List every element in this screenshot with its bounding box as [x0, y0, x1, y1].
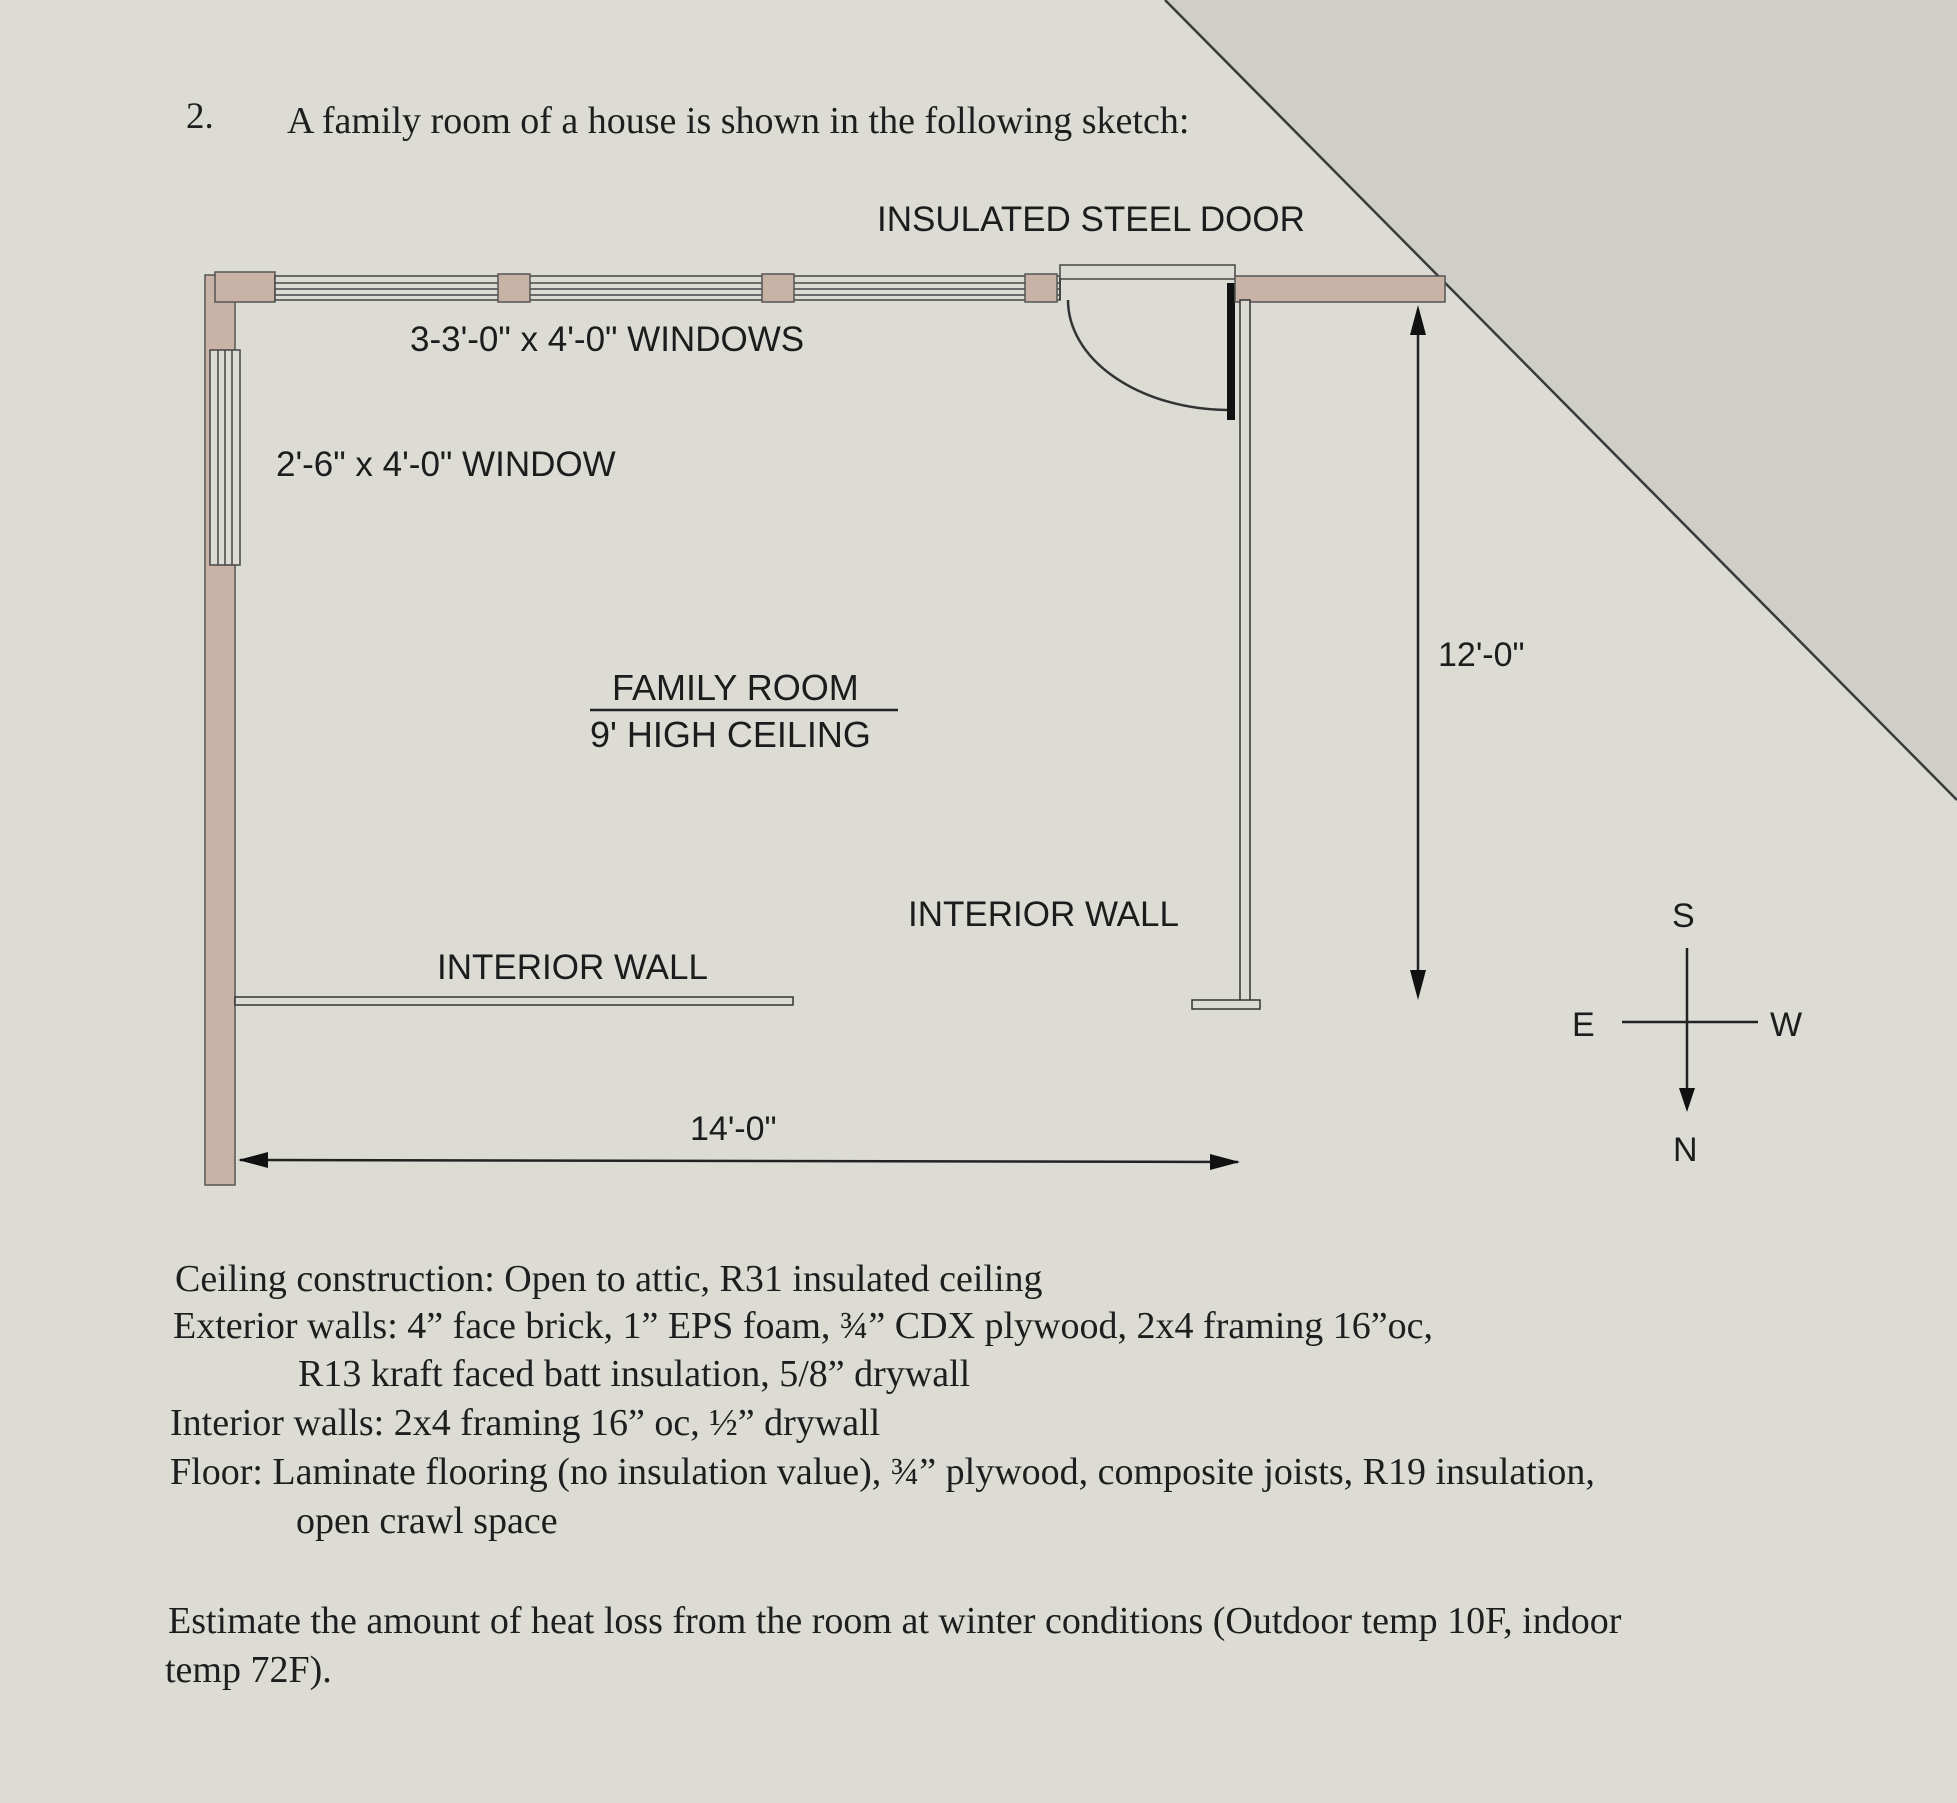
door-swing-arc: [1066, 299, 1228, 412]
compass-west: W: [1770, 1006, 1803, 1044]
spec-floor-1: Floor: Laminate flooring (no insulation …: [170, 1451, 1595, 1493]
compass-arrow-icon: [1679, 1088, 1695, 1112]
interior-wall-left: [234, 996, 794, 1006]
problem-number: 2.: [186, 96, 214, 137]
question-line-1: Estimate the amount of heat loss from th…: [168, 1600, 1622, 1642]
exterior-wall-top-right: [1234, 275, 1446, 303]
window-label: 2'-6" x 4'-0" WINDOW: [276, 445, 616, 484]
spec-exterior-walls-2: R13 kraft faced batt insulation, 5/8” dr…: [298, 1353, 971, 1395]
compass-south: S: [1672, 897, 1695, 935]
dimension-height-label: 12'-0": [1438, 636, 1525, 674]
exterior-wall-top-corner: [214, 271, 276, 303]
top-windows: [274, 275, 1061, 301]
spec-interior-walls: Interior walls: 2x4 framing 16” oc, ½” d…: [170, 1402, 881, 1444]
window-pier: [497, 273, 531, 303]
question-line-2: temp 72F).: [165, 1649, 332, 1691]
window-pier: [1024, 273, 1058, 303]
compass-east: E: [1572, 1006, 1595, 1044]
spec-exterior-walls-1: Exterior walls: 4” face brick, 1” EPS fo…: [173, 1305, 1434, 1347]
spec-ceiling: Ceiling construction: Open to attic, R31…: [175, 1258, 1043, 1300]
problem-intro: A family room of a house is shown in the…: [287, 100, 1190, 142]
room-name: FAMILY ROOM: [612, 667, 859, 708]
interior-wall-label-right: INTERIOR WALL: [908, 895, 1179, 934]
ceiling-height: 9' HIGH CEILING: [590, 714, 871, 755]
interior-wall-right: [1239, 299, 1251, 1006]
page-fold-edge: [1164, 0, 1957, 801]
dimension-line-horizontal: [239, 1158, 1239, 1164]
windows-label: 3-3'-0" x 4'-0" WINDOWS: [410, 320, 805, 359]
compass-north: N: [1673, 1131, 1698, 1169]
window-pier: [761, 273, 795, 303]
door-label: INSULATED STEEL DOOR: [877, 200, 1305, 239]
interior-wall-label-left: INTERIOR WALL: [437, 948, 708, 987]
spec-floor-2: open crawl space: [296, 1500, 558, 1542]
dimension-width-label: 14'-0": [690, 1110, 777, 1148]
door-frame: [1059, 264, 1236, 280]
steel-door-leaf: [1227, 283, 1235, 420]
